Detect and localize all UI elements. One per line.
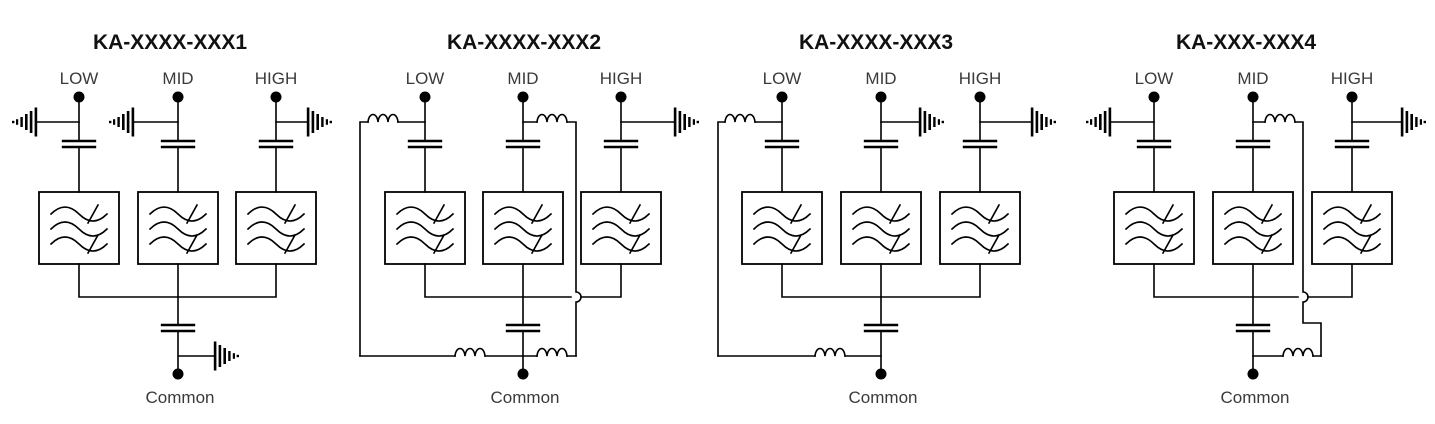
inductor xyxy=(1264,113,1296,123)
ground-icon xyxy=(108,106,135,138)
port-label-high: HIGH xyxy=(958,69,1002,88)
wire xyxy=(424,96,622,193)
filter-box xyxy=(741,191,823,265)
ground-icon xyxy=(672,106,700,138)
inductor xyxy=(814,347,846,357)
inductor xyxy=(367,113,399,123)
ground-icon xyxy=(305,106,333,138)
filter-box xyxy=(1212,191,1294,265)
ground-icon xyxy=(1030,106,1057,138)
common-label: Common xyxy=(490,388,560,407)
filter-box xyxy=(137,191,219,265)
wire xyxy=(177,296,216,375)
common-label: Common xyxy=(145,388,215,407)
capacitor xyxy=(603,139,639,149)
common-label: Common xyxy=(848,388,918,407)
common-terminal-dot xyxy=(874,367,888,381)
ground-icon xyxy=(1400,106,1427,138)
filter-box xyxy=(939,191,1021,265)
capacitor xyxy=(258,139,294,149)
ground-icon xyxy=(11,106,39,138)
capacitor xyxy=(160,323,196,333)
wire xyxy=(781,96,981,193)
ground-icon xyxy=(917,106,945,138)
capacitor xyxy=(863,323,899,333)
common-terminal-dot xyxy=(1246,367,1260,381)
wire xyxy=(1153,263,1353,298)
capacitor xyxy=(61,139,97,149)
filter-box xyxy=(1113,191,1195,265)
port-label-mid: MID xyxy=(1237,69,1269,88)
capacitor xyxy=(1235,139,1271,149)
wire xyxy=(781,263,981,298)
capacitor xyxy=(505,139,541,149)
port-label-low: LOW xyxy=(59,69,99,88)
capacitor xyxy=(1136,139,1172,149)
schematic-ka-xxxx-xxx1 xyxy=(11,90,333,381)
schematic-ka-xxxx-xxx3 xyxy=(717,90,1057,381)
filter-box xyxy=(580,191,662,265)
filter-box xyxy=(840,191,922,265)
wire xyxy=(424,263,622,298)
capacitor xyxy=(1334,139,1370,149)
wire xyxy=(78,96,277,193)
common-terminal-dot xyxy=(171,367,185,381)
inductor xyxy=(1282,347,1314,357)
capacitor xyxy=(505,323,541,333)
panel-title-3: KA-XXXX-XXX3 xyxy=(798,31,954,54)
capacitor xyxy=(764,139,800,149)
port-label-high: HIGH xyxy=(599,69,643,88)
panel-title-2: KA-XXXX-XXX2 xyxy=(446,31,602,54)
inductor xyxy=(536,113,568,123)
capacitor xyxy=(1235,323,1271,333)
wire xyxy=(522,121,582,357)
filter-box xyxy=(482,191,564,265)
wire xyxy=(1153,96,1353,193)
wire xyxy=(359,121,426,357)
port-label-low: LOW xyxy=(405,69,445,88)
schematic-ka-xxx-xxx4 xyxy=(1085,90,1427,381)
wire xyxy=(78,263,277,298)
port-label-low: LOW xyxy=(1134,69,1174,88)
inductor xyxy=(454,347,486,357)
port-label-low: LOW xyxy=(762,69,802,88)
ground-icon xyxy=(213,340,240,372)
inductor xyxy=(724,113,756,123)
wire xyxy=(717,121,783,357)
inductor xyxy=(536,347,568,357)
capacitor xyxy=(863,139,899,149)
port-label-mid: MID xyxy=(507,69,539,88)
schematic-ka-xxxx-xxx2 xyxy=(359,90,700,381)
capacitor xyxy=(962,139,998,149)
filter-box xyxy=(235,191,317,265)
wire xyxy=(1252,121,1322,357)
panel-title-1: KA-XXXX-XXX1 xyxy=(92,31,248,54)
common-label: Common xyxy=(1220,388,1290,407)
panel-title-4: KA-XXX-XXX4 xyxy=(1175,31,1317,54)
capacitor xyxy=(160,139,196,149)
ground-icon xyxy=(1085,106,1112,138)
capacitor xyxy=(407,139,443,149)
filter-box xyxy=(38,191,120,265)
common-terminal-dot xyxy=(516,367,530,381)
port-label-mid: MID xyxy=(865,69,897,88)
port-label-high: HIGH xyxy=(254,69,298,88)
port-label-mid: MID xyxy=(162,69,194,88)
filter-box xyxy=(1311,191,1393,265)
filter-box xyxy=(384,191,466,265)
port-label-high: HIGH xyxy=(1330,69,1374,88)
